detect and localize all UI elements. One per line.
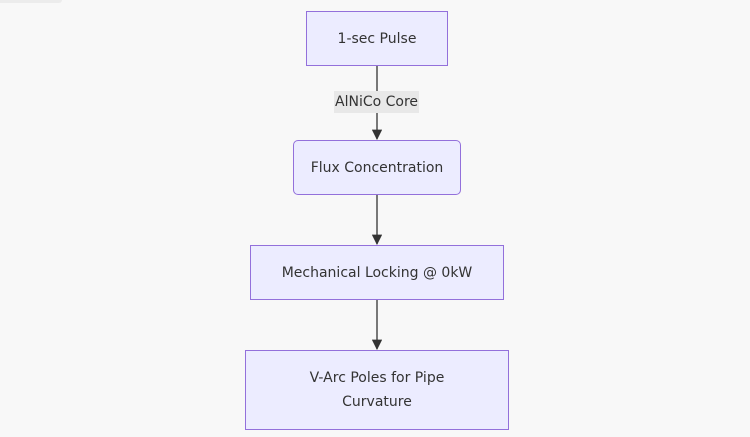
node-label: 1-sec Pulse	[337, 30, 417, 47]
corner-tab	[0, 0, 62, 3]
edge-label-alnico-core: AlNiCo Core	[334, 91, 420, 113]
node-v-arc-poles: V-Arc Poles for Pipe Curvature	[245, 350, 509, 430]
node-label: V-Arc Poles for Pipe Curvature	[309, 370, 445, 410]
node-flux-concentration: Flux Concentration	[293, 140, 461, 195]
node-mechanical-locking: Mechanical Locking @ 0kW	[250, 245, 504, 300]
node-label: Mechanical Locking @ 0kW	[281, 264, 473, 281]
node-label: Flux Concentration	[310, 159, 444, 176]
node-1-sec-pulse: 1-sec Pulse	[306, 11, 448, 66]
